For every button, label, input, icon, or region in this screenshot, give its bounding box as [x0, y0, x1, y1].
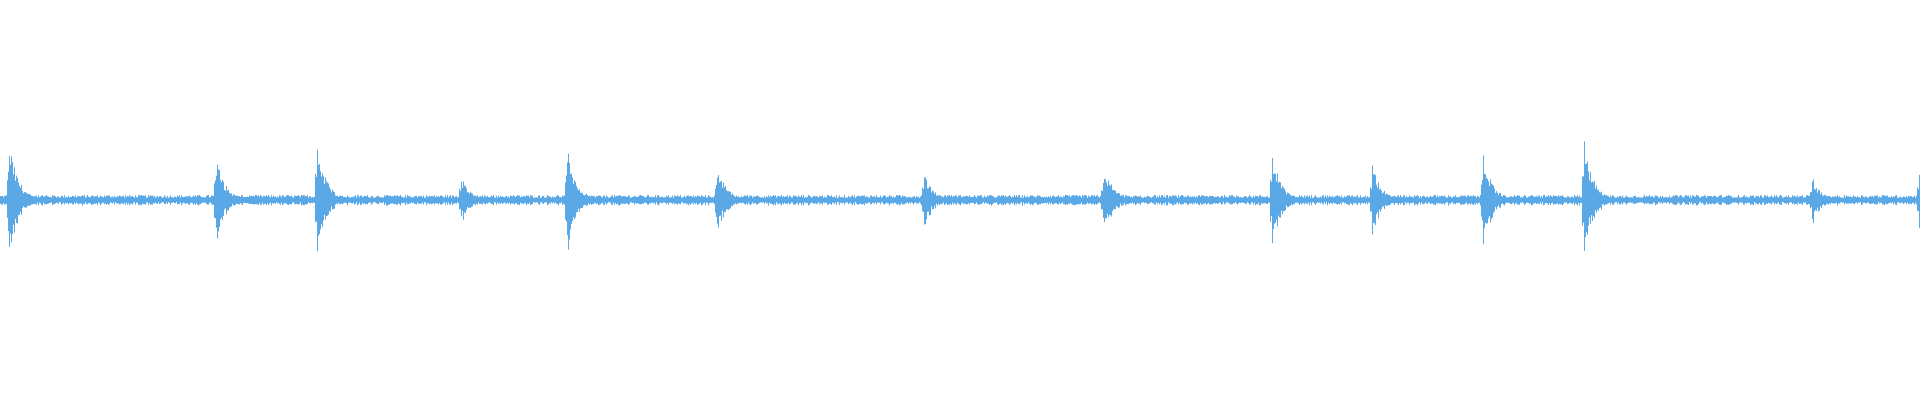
waveform-trace [0, 141, 1920, 251]
waveform-path [0, 141, 1920, 251]
